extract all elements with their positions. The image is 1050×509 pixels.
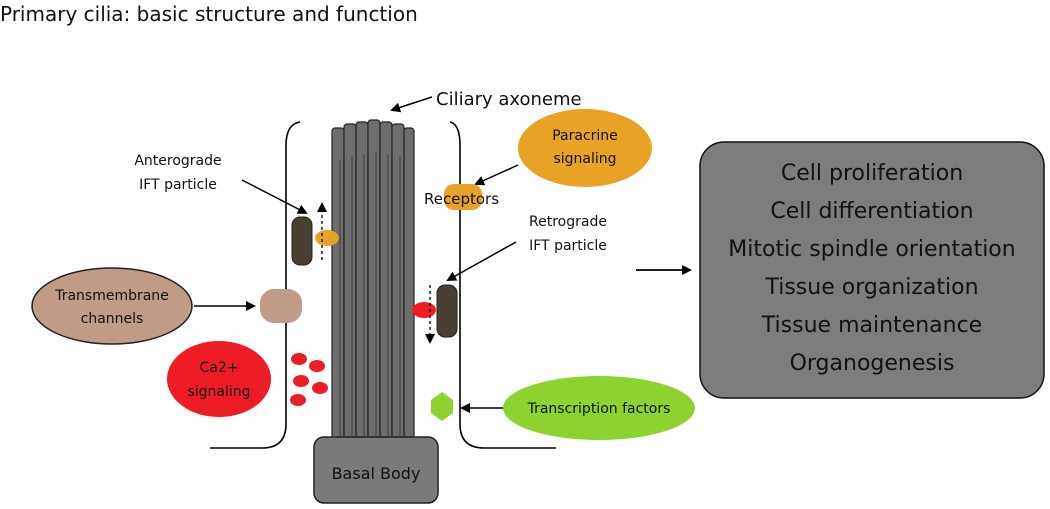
transcription-factor bbox=[431, 392, 453, 421]
basal-body-label: Basal Body bbox=[332, 464, 421, 483]
ciliary-axoneme bbox=[331, 119, 415, 447]
ciliary-membrane-right bbox=[449, 121, 556, 449]
function-item: Mitotic spindle orientation bbox=[728, 237, 1015, 262]
calcium-label-line2: signaling bbox=[187, 384, 250, 400]
retrograde-ift-particle bbox=[436, 284, 458, 338]
anterograde-ift-particle bbox=[291, 216, 313, 266]
basal-body bbox=[313, 436, 439, 504]
retrograde-cargo bbox=[412, 302, 436, 318]
receptor bbox=[444, 184, 482, 210]
function-item: Tissue organization bbox=[764, 275, 978, 300]
diagram-title: Primary cilia: basic structure and funct… bbox=[0, 2, 418, 26]
transcription-factors-bubble bbox=[503, 376, 695, 440]
ciliary-membrane bbox=[210, 121, 301, 449]
paracrine-label-line2: signaling bbox=[553, 151, 616, 167]
paracrine-label-line1: Paracrine bbox=[552, 128, 618, 144]
receptors-label: Receptors bbox=[424, 190, 499, 208]
transcription-label: Transcription factors bbox=[527, 401, 671, 417]
function-item: Organogenesis bbox=[790, 351, 955, 376]
membrane-channel bbox=[260, 289, 302, 323]
anterograde-label-line1: Anterograde bbox=[134, 153, 221, 169]
retrograde-arrow bbox=[446, 241, 517, 281]
paracrine-signaling-bubble bbox=[518, 109, 652, 187]
function-list: Cell proliferation Cell differentiation … bbox=[728, 161, 1015, 376]
axoneme-label: Ciliary axoneme bbox=[436, 89, 582, 110]
anterograde-label-line2: IFT particle bbox=[139, 177, 217, 193]
retrograde-label-line2: IFT particle bbox=[529, 238, 607, 254]
anterograde-arrow bbox=[241, 179, 308, 214]
transmembrane-channels-bubble bbox=[31, 267, 193, 345]
calcium-label-line1: Ca2+ bbox=[200, 360, 239, 376]
retrograde-label-line1: Retrograde bbox=[529, 214, 607, 230]
calcium-ions bbox=[290, 353, 328, 406]
anterograde-cargo bbox=[315, 230, 339, 246]
transmembrane-label-line2: channels bbox=[81, 311, 144, 327]
paracrine-arrow bbox=[474, 164, 519, 186]
function-item: Cell proliferation bbox=[781, 161, 963, 186]
calcium-signaling-bubble bbox=[167, 341, 271, 417]
transmembrane-label-line1: Transmembrane bbox=[54, 288, 169, 304]
axoneme-arrow bbox=[390, 96, 433, 113]
function-item: Cell differentiation bbox=[770, 199, 973, 224]
function-item: Tissue maintenance bbox=[761, 313, 982, 338]
function-box bbox=[699, 141, 1045, 399]
